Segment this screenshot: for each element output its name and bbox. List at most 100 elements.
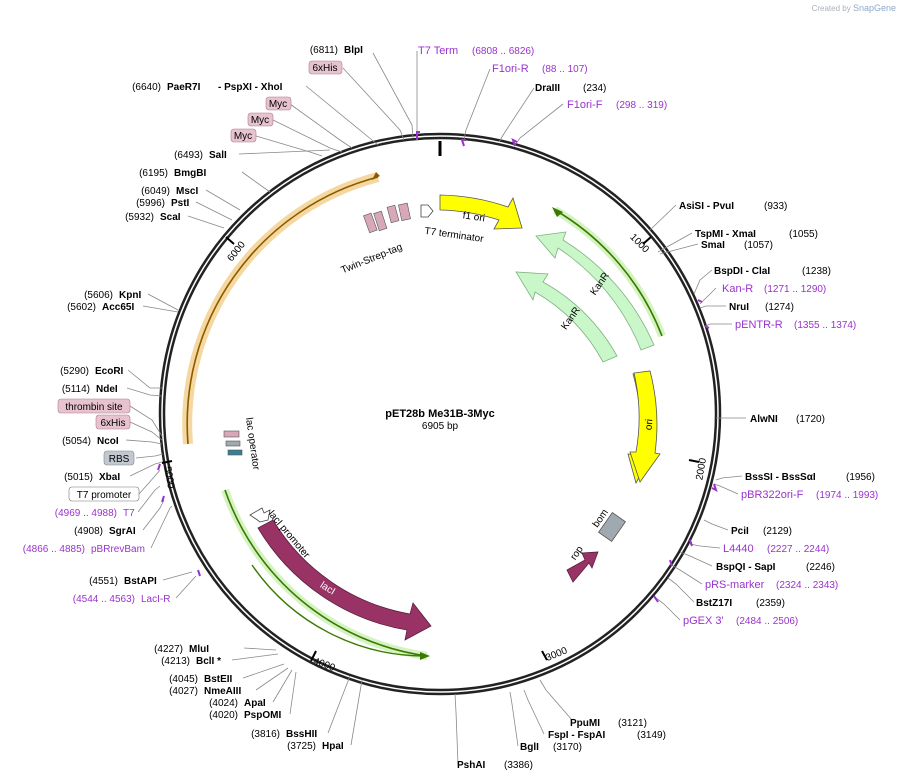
feature-thrombin: thrombin site (65, 402, 123, 413)
site-pos: (4227) (154, 644, 183, 655)
site-scai: ScaI (160, 212, 181, 223)
site-bstapi: BstAPI (124, 576, 157, 587)
site-pos: (933) (764, 201, 787, 212)
site-pos: (1055) (789, 229, 818, 240)
site-nrui: NruI (729, 302, 749, 313)
site-kpni: KpnI (119, 290, 141, 301)
site-pos: (234) (583, 83, 606, 94)
site-pos: (4908) (74, 526, 103, 537)
site-pos: (6811) (310, 45, 338, 56)
primer-pos: (2227 .. 2244) (767, 544, 829, 555)
site-pshai: PshAI (457, 760, 486, 771)
feature-laci (257, 519, 432, 641)
site-xbai: XbaI (99, 472, 120, 483)
orf-arc (186, 176, 379, 445)
feature-bom (598, 512, 626, 542)
primer-t7: T7 (123, 508, 135, 519)
site-pspomi: PspOMI (244, 710, 281, 721)
site-labels-right: T7 Term (6808 .. 6826) F1ori-R (88 .. 10… (418, 45, 878, 771)
t7-terminator-shape (420, 204, 434, 218)
site-pos: (6640) (132, 82, 161, 93)
site-pos: (4024) (209, 698, 238, 709)
feature-box-6xhis (95, 414, 131, 430)
site-pos: (1274) (765, 302, 794, 313)
feature-rop (566, 551, 599, 583)
primer-pos: (298 .. 319) (616, 100, 667, 111)
site-pos: (2359) (756, 598, 785, 609)
primer-f1ori-r: F1ori-R (492, 63, 529, 75)
tick-3000 (541, 650, 548, 661)
orf-arc-head (372, 172, 380, 180)
tag-myc-1 (363, 212, 378, 234)
feature-6xhis-top: 6xHis (312, 63, 337, 74)
site-pos: (6049) (141, 186, 170, 197)
feature-rbs: RBS (109, 454, 130, 465)
site-fspi-fspai: FspI - FspAI (548, 730, 605, 741)
tick-6000 (225, 236, 235, 245)
site-bspqi-sapi: BspQI - SapI (716, 562, 776, 573)
site-pos: (5602) (67, 302, 96, 313)
orf-arc-halo (182, 172, 380, 445)
feature-label-rop: rop (569, 544, 587, 563)
site-mlui: MluI (189, 644, 209, 655)
feature-label-t7-terminator: T7 terminator (424, 226, 485, 245)
primer-pbr322ori-f: pBR322ori-F (741, 489, 804, 501)
primer-pos: (1974 .. 1993) (816, 490, 878, 501)
site-msci: MscI (176, 186, 198, 197)
feature-label-f1-ori: f1 ori (462, 210, 486, 224)
site-pos: (4027) (169, 686, 198, 697)
site-pos: (1057) (744, 240, 773, 251)
site-bcli: BclI * (196, 656, 221, 667)
plasmid-name: pET28b Me31B-3Myc (385, 408, 494, 420)
site-pos: (3816) (251, 729, 280, 740)
plasmid-size: 6905 bp (422, 421, 459, 432)
site-pos: (5932) (125, 212, 154, 223)
feature-box-myc-2 (247, 112, 274, 127)
green-orf-3 (251, 564, 429, 657)
site-pos: (1720) (796, 414, 825, 425)
primer-pentr-r: pENTR-R (735, 319, 783, 331)
primer-pgex3: pGEX 3' (683, 615, 724, 627)
site-pos: (3121) (618, 718, 647, 729)
site-hpai: HpaI (322, 741, 344, 752)
site-bsshii: BssHII (286, 729, 317, 740)
green-orf-2 (224, 489, 428, 657)
feature-box-myc-3 (230, 128, 257, 143)
feature-label-lac-operator: lac operator (243, 417, 261, 471)
green-orf-1-head (552, 207, 563, 217)
site-psti: PstI (171, 198, 190, 209)
tag-myc-3 (386, 204, 400, 224)
site-pos: (3386) (504, 760, 533, 771)
primer-pos: (88 .. 107) (542, 64, 588, 75)
site-pos: (6195) (139, 168, 168, 179)
feature-myc-2: Myc (251, 115, 269, 126)
feature-label-ori: ori (643, 419, 655, 431)
feature-kanr-2 (515, 271, 618, 363)
site-bsssi: BssSI - BssSαI (745, 472, 816, 483)
tick-label-2000: 2000 (694, 457, 709, 481)
site-pos: (5996) (136, 198, 165, 209)
tick-label-1000: 1000 (627, 232, 651, 256)
primer-markers (157, 131, 718, 603)
feature-laci-promoter (249, 507, 271, 523)
tag-rbs (225, 440, 241, 447)
site-smai: SmaI (701, 240, 725, 251)
site-bmgbi: BmgBI (174, 168, 206, 179)
site-ecori: EcoRI (95, 366, 124, 377)
tag-operator (227, 449, 243, 456)
site-pspxi-xhoi: - PspXI - XhoI (218, 82, 283, 93)
twin-strep-tag-region (363, 202, 434, 234)
cds-region-tags (223, 430, 243, 456)
site-paer7i: PaeR7I (167, 82, 201, 93)
green-orf-1 (554, 209, 663, 337)
site-pos: (6493) (174, 150, 203, 161)
primer-pos: (4969 .. 4988) (55, 508, 117, 519)
site-bspdi-clai: BspDI - ClaI (714, 266, 770, 277)
tick-5000 (161, 460, 173, 464)
feature-box-myc-1 (265, 96, 292, 111)
leader-lines-left (125, 52, 414, 746)
primer-pos: (2484 .. 2506) (736, 616, 798, 627)
tag-myc-2 (373, 210, 388, 232)
tag-thrombin (223, 430, 240, 438)
site-bgli: BglI (520, 742, 539, 753)
